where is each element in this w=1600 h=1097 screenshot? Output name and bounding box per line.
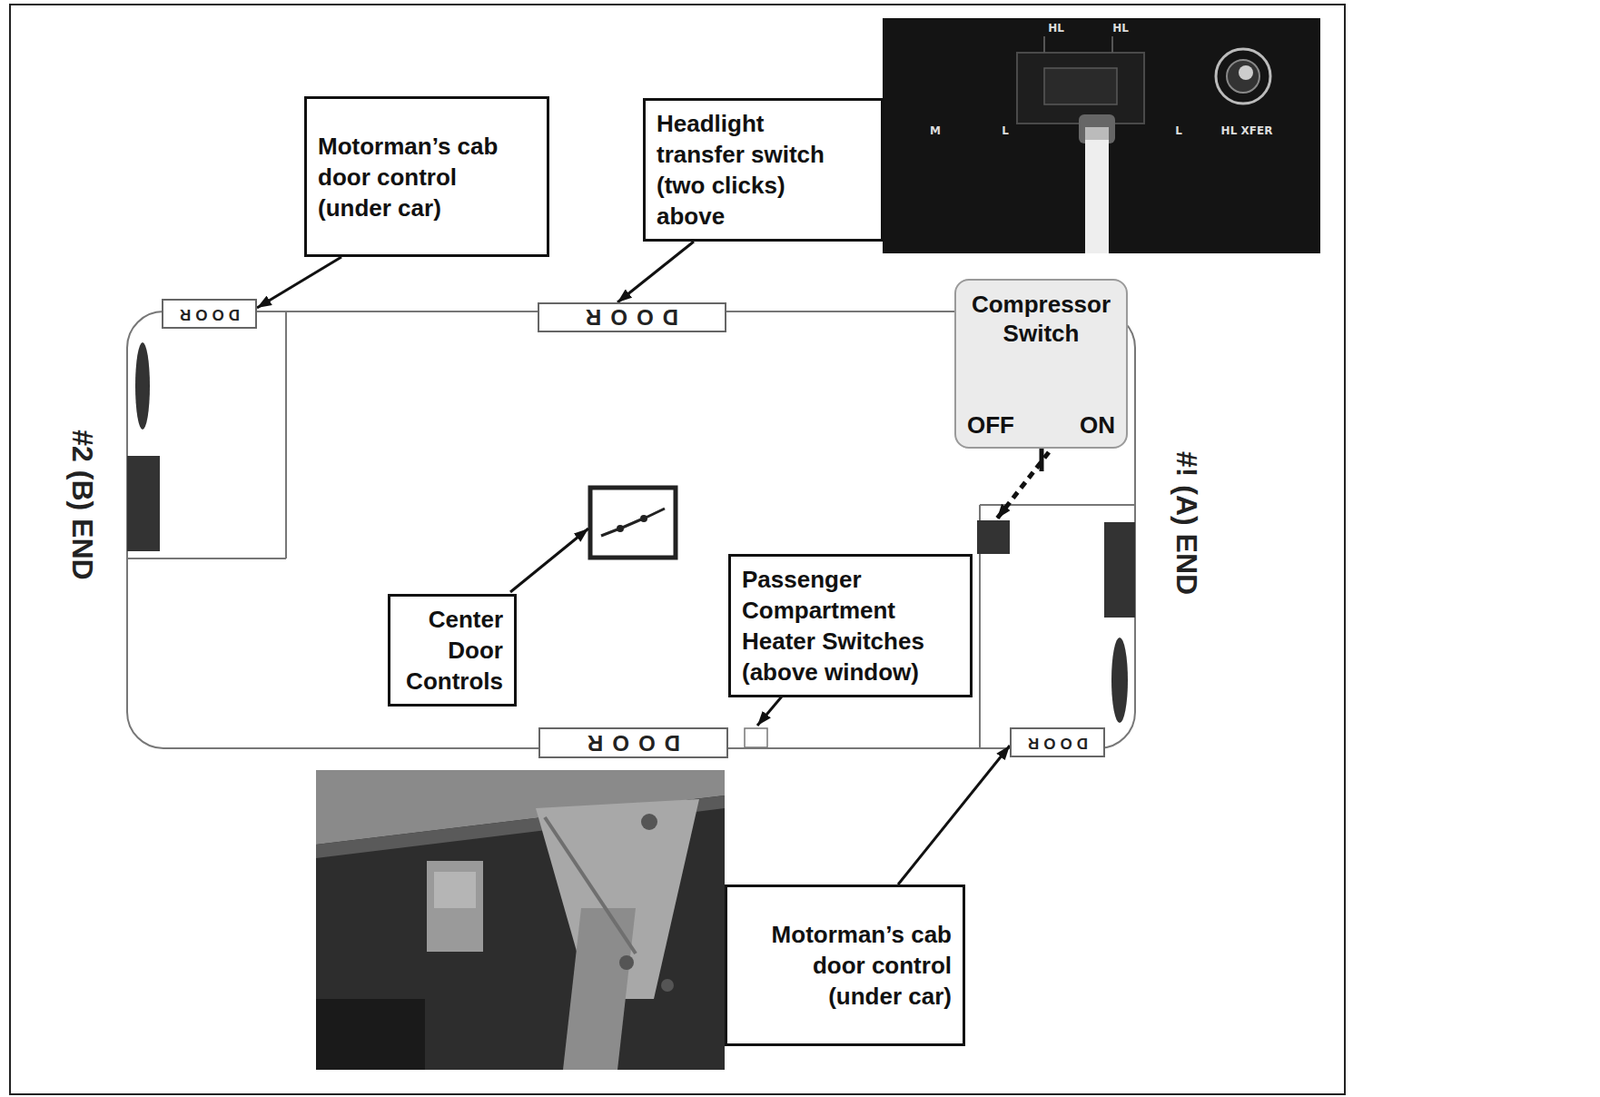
leader-arrow <box>898 745 1010 885</box>
cab-partition <box>979 503 1136 506</box>
panel-marking: HL XFER <box>1221 124 1274 138</box>
leader-line <box>510 528 589 593</box>
panel-marking: HL <box>1047 21 1065 35</box>
text-row: Headlight transfer switch (two clicks) a… <box>656 108 870 232</box>
door-text: DOOR <box>175 305 245 323</box>
cab-console <box>1104 522 1136 618</box>
compressor-switch <box>977 520 1010 554</box>
headlight-switch-photo <box>882 18 1321 254</box>
cab-partition <box>285 311 287 559</box>
panel-marking: L <box>1001 124 1009 138</box>
door-marker: DOOR <box>537 302 727 333</box>
text-row: DOOR <box>576 305 688 329</box>
switch-text: Compressor Switch <box>967 289 1116 348</box>
leader-arrow <box>256 256 342 308</box>
panel-marking: M <box>929 124 941 138</box>
text-row: OFF ON <box>967 410 1116 440</box>
door-text: DOOR <box>1023 733 1093 751</box>
callout-text: Passenger Compartment Heater Switches (a… <box>741 563 951 688</box>
text-row: DOOR <box>175 305 245 323</box>
text-row: Center Door Controls <box>401 603 504 697</box>
callout-text: Motorman’s cab door control (under car) <box>747 918 952 1012</box>
door-marker: DOOR <box>161 298 257 329</box>
callout-box: Center Door Controls <box>387 593 517 707</box>
text-row: Compressor Switch <box>967 289 1116 348</box>
switch-lever <box>1039 448 1045 472</box>
end-label: #! (A) END <box>1169 451 1204 595</box>
door-marker: DOOR <box>538 727 729 759</box>
text-row: Motorman’s cab door control (under car) <box>317 130 536 224</box>
door-control-photo <box>316 770 725 1070</box>
frame <box>9 4 1345 1095</box>
text-row: Motorman’s cab door control (under car) <box>738 918 952 1012</box>
heater-switch <box>744 728 768 748</box>
switch-symbol <box>590 487 676 558</box>
text-row: DOOR <box>1023 733 1093 751</box>
switch-text: ON <box>1079 410 1116 440</box>
cab-console <box>127 455 160 552</box>
text-row: DOOR <box>578 730 690 755</box>
panel-marking: HL <box>1112 21 1129 35</box>
callout-box: Headlight transfer switch (two clicks) a… <box>642 98 884 242</box>
switch-text: OFF <box>967 410 1015 440</box>
cab-seat <box>135 342 150 430</box>
end-label: #2 (B) END <box>65 429 99 580</box>
callout-text: Headlight transfer switch (two clicks) a… <box>656 108 843 232</box>
door-marker: DOOR <box>1009 727 1106 758</box>
text-row: Passenger Compartment Heater Switches (a… <box>741 563 959 688</box>
door-text: DOOR <box>578 730 690 755</box>
callout-text: Center Door Controls <box>401 603 504 697</box>
callout-box: Motorman’s cab door control (under car) <box>724 884 966 1047</box>
callout-text: Motorman’s cab door control (under car) <box>317 130 523 224</box>
leader-arrow <box>617 241 694 303</box>
door-text: DOOR <box>576 305 688 329</box>
cab-partition <box>127 557 287 560</box>
switch-panel: Compressor SwitchOFF ON <box>954 278 1128 449</box>
callout-box: Motorman’s cab door control (under car) <box>304 96 550 257</box>
callout-box: Passenger Compartment Heater Switches (a… <box>728 553 973 698</box>
cab-seat <box>1111 637 1128 723</box>
panel-marking: L <box>1175 124 1183 138</box>
